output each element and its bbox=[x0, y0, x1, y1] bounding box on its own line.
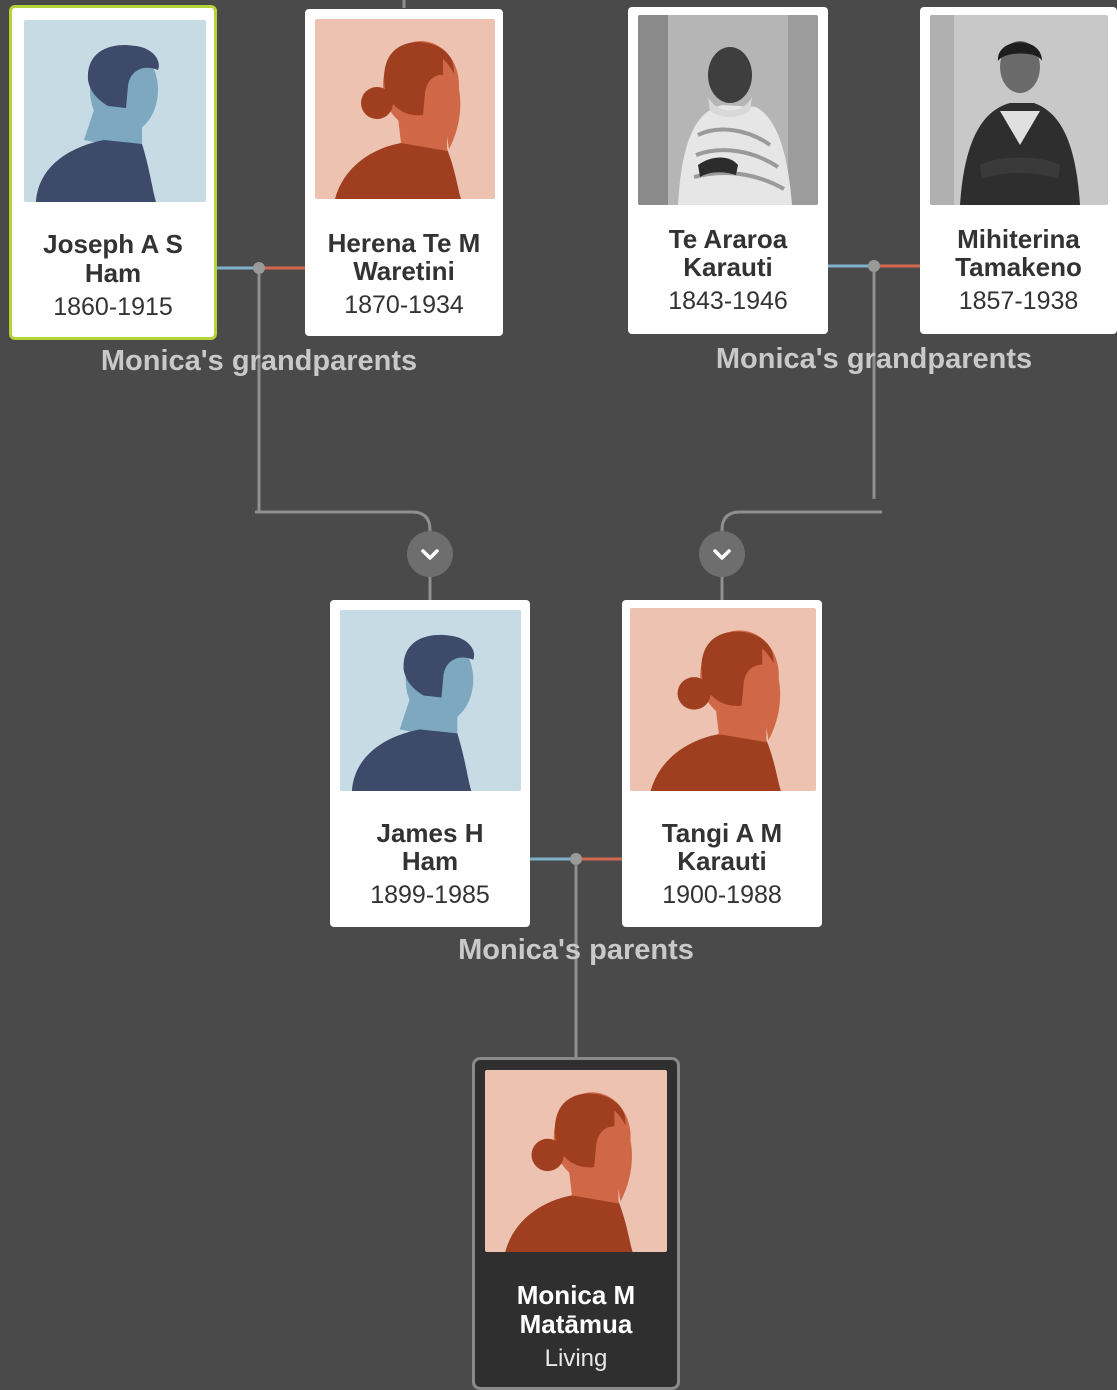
person-card-herena[interactable]: Herena Te M Waretini 1870-1934 bbox=[305, 9, 503, 336]
person-surname: Ham bbox=[401, 846, 459, 876]
person-card-te-araroa[interactable]: Te Araroa Karauti 1843-1946 bbox=[628, 7, 828, 334]
person-card-joseph[interactable]: Joseph A S Ham 1860-1915 bbox=[9, 5, 217, 340]
person-name: Joseph A S bbox=[43, 229, 183, 259]
male-silhouette-icon bbox=[24, 20, 206, 202]
person-name: Tangi A M bbox=[661, 818, 783, 848]
person-surname: Karauti bbox=[677, 846, 767, 876]
person-name: Mihiterina bbox=[957, 224, 1080, 254]
historic-photo-seated-woman bbox=[930, 15, 1108, 205]
person-dates: 1860-1915 bbox=[53, 293, 173, 321]
chevron-down-icon bbox=[421, 549, 439, 560]
expand-ancestors-button-left[interactable] bbox=[407, 531, 453, 577]
person-surname: Tamakeno bbox=[955, 252, 1082, 282]
person-dates: 1899-1985 bbox=[370, 881, 490, 909]
person-surname: Waretini bbox=[353, 256, 455, 286]
person-name: Te Araroa bbox=[668, 224, 788, 254]
person-dates: 1900-1988 bbox=[662, 881, 782, 909]
person-status: Living bbox=[544, 1345, 608, 1372]
male-silhouette-icon bbox=[340, 610, 521, 791]
relation-label-grandparents-right: Monica's grandparents bbox=[715, 343, 1033, 375]
person-card-james[interactable]: James H Ham 1899-1985 bbox=[330, 600, 530, 927]
historic-photo-seated-man bbox=[638, 15, 818, 205]
person-surname: Ham bbox=[84, 258, 142, 288]
person-dates: 1843-1946 bbox=[668, 287, 788, 315]
expand-ancestors-button-right[interactable] bbox=[699, 531, 745, 577]
person-name: Herena Te M bbox=[327, 228, 481, 258]
relation-label-parents: Monica's parents bbox=[458, 934, 694, 966]
person-dates: 1870-1934 bbox=[344, 291, 464, 319]
person-surname: Karauti bbox=[683, 252, 773, 282]
person-surname: Matāmua bbox=[519, 1309, 633, 1339]
person-card-monica-focus[interactable]: Monica M Matāmua Living bbox=[472, 1057, 680, 1390]
female-silhouette-icon bbox=[630, 608, 816, 791]
person-name: Monica M bbox=[516, 1280, 636, 1310]
relation-label-grandparents-left: Monica's grandparents bbox=[100, 345, 418, 377]
person-dates: 1857-1938 bbox=[958, 287, 1079, 315]
person-name: James H bbox=[376, 818, 484, 848]
person-card-mihiterina[interactable]: Mihiterina Tamakeno 1857-1938 bbox=[920, 7, 1117, 334]
chevron-down-icon bbox=[713, 549, 731, 560]
female-silhouette-icon bbox=[485, 1070, 667, 1252]
female-silhouette-icon bbox=[315, 19, 495, 199]
person-card-tangi[interactable]: Tangi A M Karauti 1900-1988 bbox=[622, 600, 822, 927]
